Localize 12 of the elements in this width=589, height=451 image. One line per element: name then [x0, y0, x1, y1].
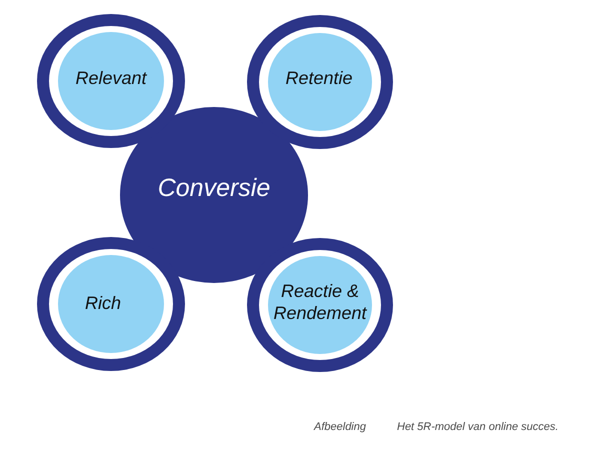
figure-label: Afbeelding	[314, 421, 366, 433]
concept-label: Retentie	[284, 66, 354, 89]
concept-circle	[37, 237, 185, 371]
concept-circle	[247, 238, 393, 372]
concept-label: Relevant	[74, 66, 148, 89]
concept-label: Rich	[84, 292, 122, 314]
center-label: Conversie	[156, 172, 272, 204]
concept-circle	[37, 14, 185, 148]
concept-circle	[247, 15, 393, 149]
center-circle	[120, 107, 308, 283]
figure-caption: Het 5R-model van online succes.	[397, 421, 558, 433]
concept-label: Reactie & Rendement	[272, 280, 368, 324]
